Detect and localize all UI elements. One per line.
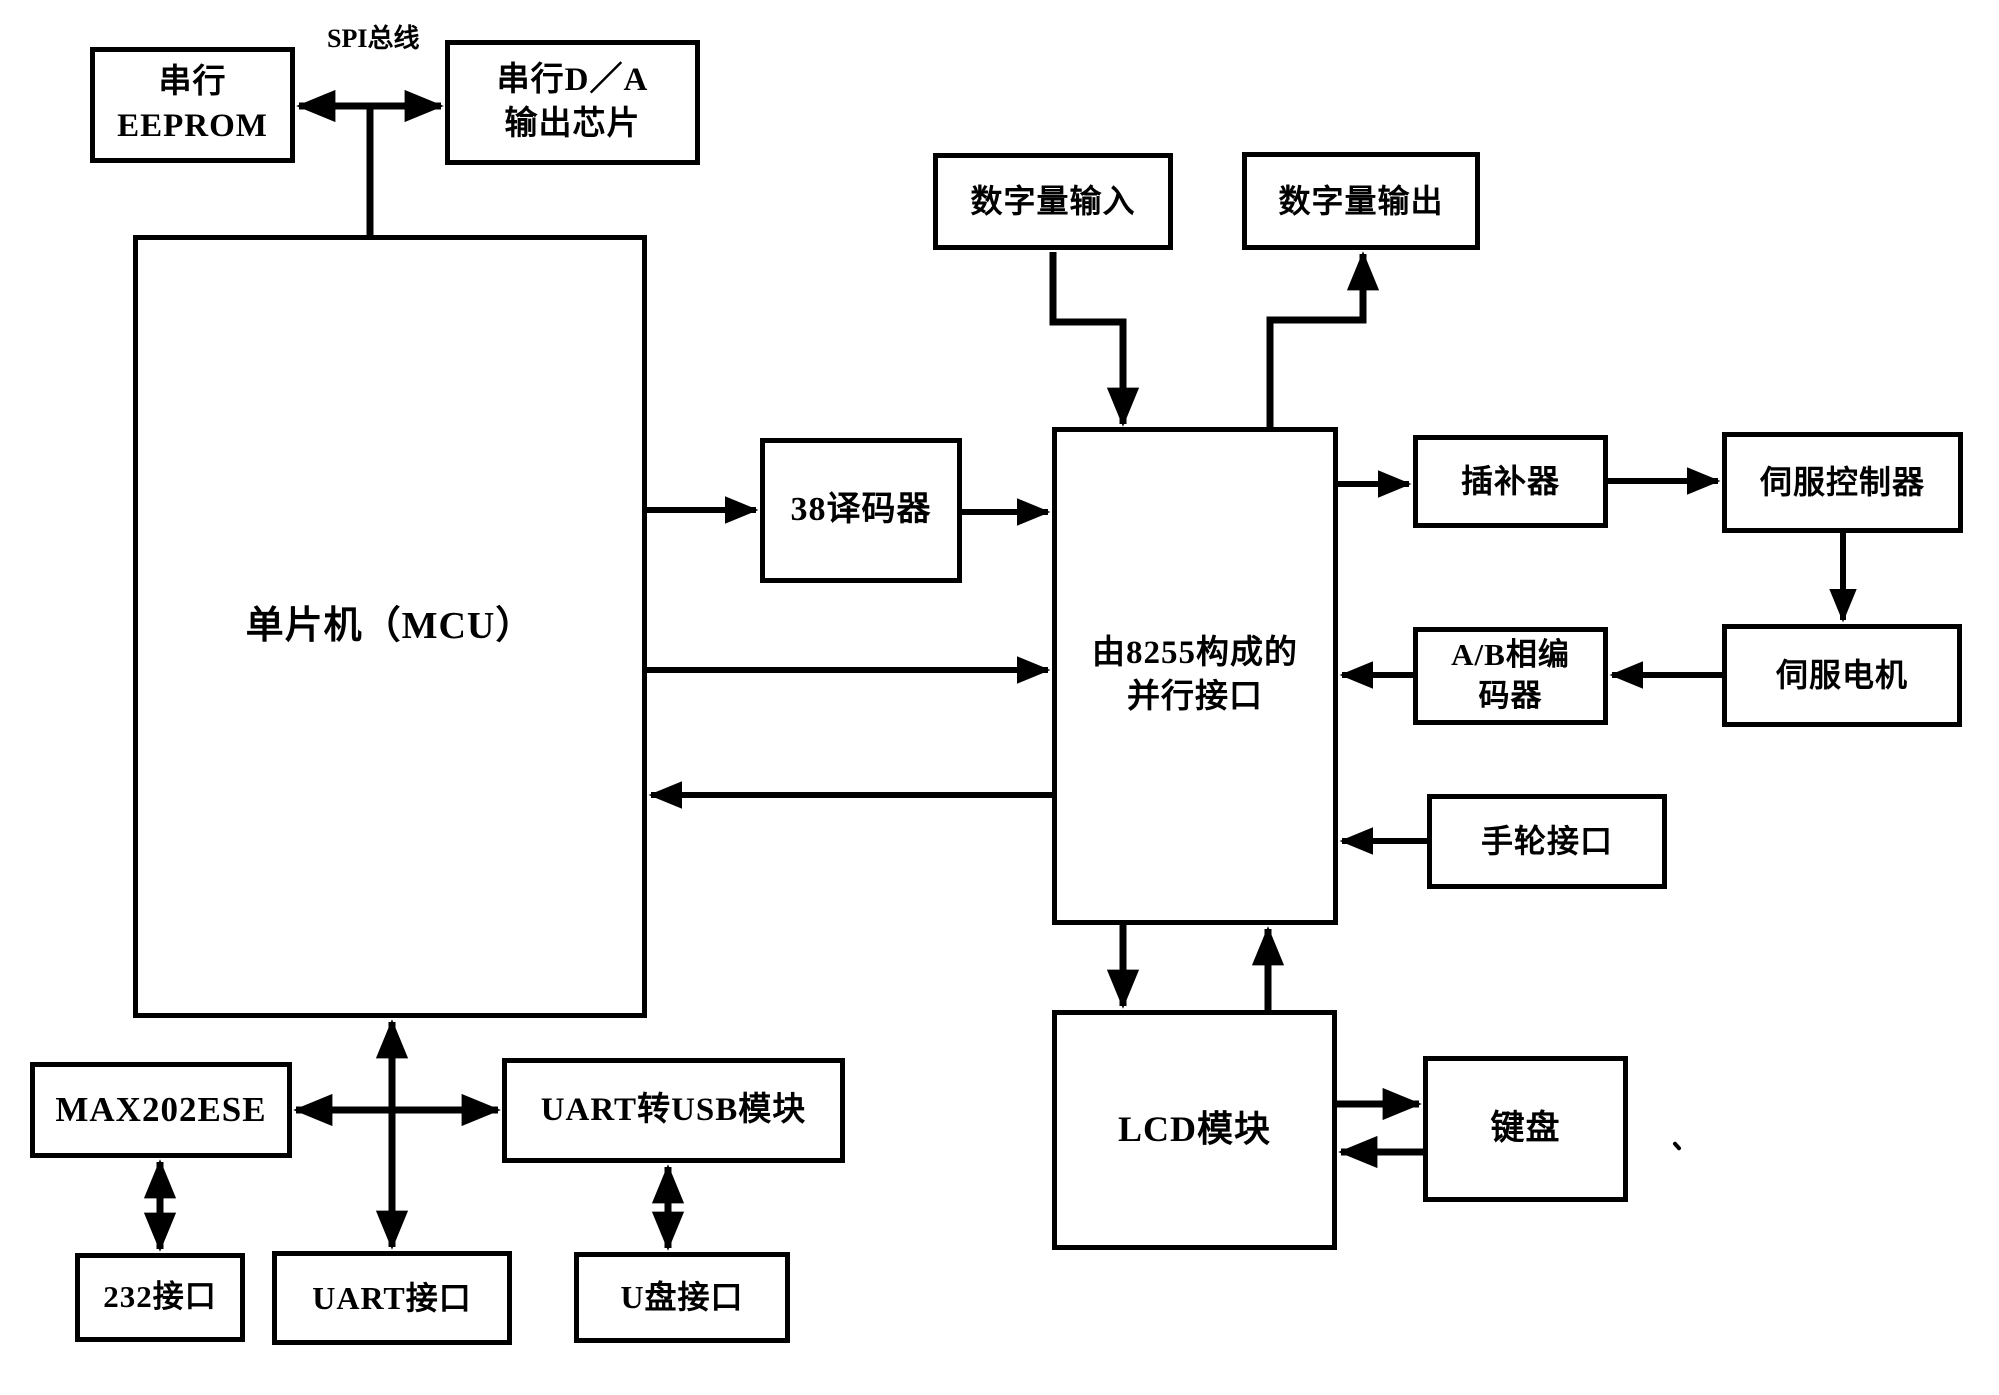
node-8255-parallel-interface: 由8255构成的 并行接口 [1052,427,1338,925]
node-232-interface: 232接口 [75,1253,245,1342]
node-ab-phase-encoder: A/B相编 码器 [1413,627,1608,725]
node-handwheel-interface: 手轮接口 [1427,794,1667,889]
node-max202ese: MAX202ESE [30,1062,292,1158]
node-keyboard: 键盘 [1423,1056,1628,1202]
arrow-digital-input-to-8255 [1049,252,1140,427]
node-digital-output: 数字量输出 [1242,152,1480,250]
node-servo-controller: 伺服控制器 [1722,432,1963,533]
node-serial-da-chip: 串行D／A 输出芯片 [445,40,700,165]
spi-bus-label: SPI总线 [327,24,420,53]
node-serial-eeprom: 串行 EEPROM [90,47,295,163]
node-uart-to-usb-module: UART转USB模块 [502,1058,845,1163]
node-uart-interface: UART接口 [272,1251,512,1345]
node-digital-input: 数字量输入 [933,153,1173,250]
node-mcu: 单片机（MCU） [133,235,647,1018]
node-lcd-module: LCD模块 [1052,1010,1337,1250]
node-interpolator: 插补器 [1413,435,1608,528]
arrow-8255-to-digital-output [1266,251,1380,427]
node-38-decoder: 38译码器 [760,438,962,583]
node-servo-motor: 伺服电机 [1722,624,1962,727]
node-udisk-interface: U盘接口 [574,1252,790,1343]
